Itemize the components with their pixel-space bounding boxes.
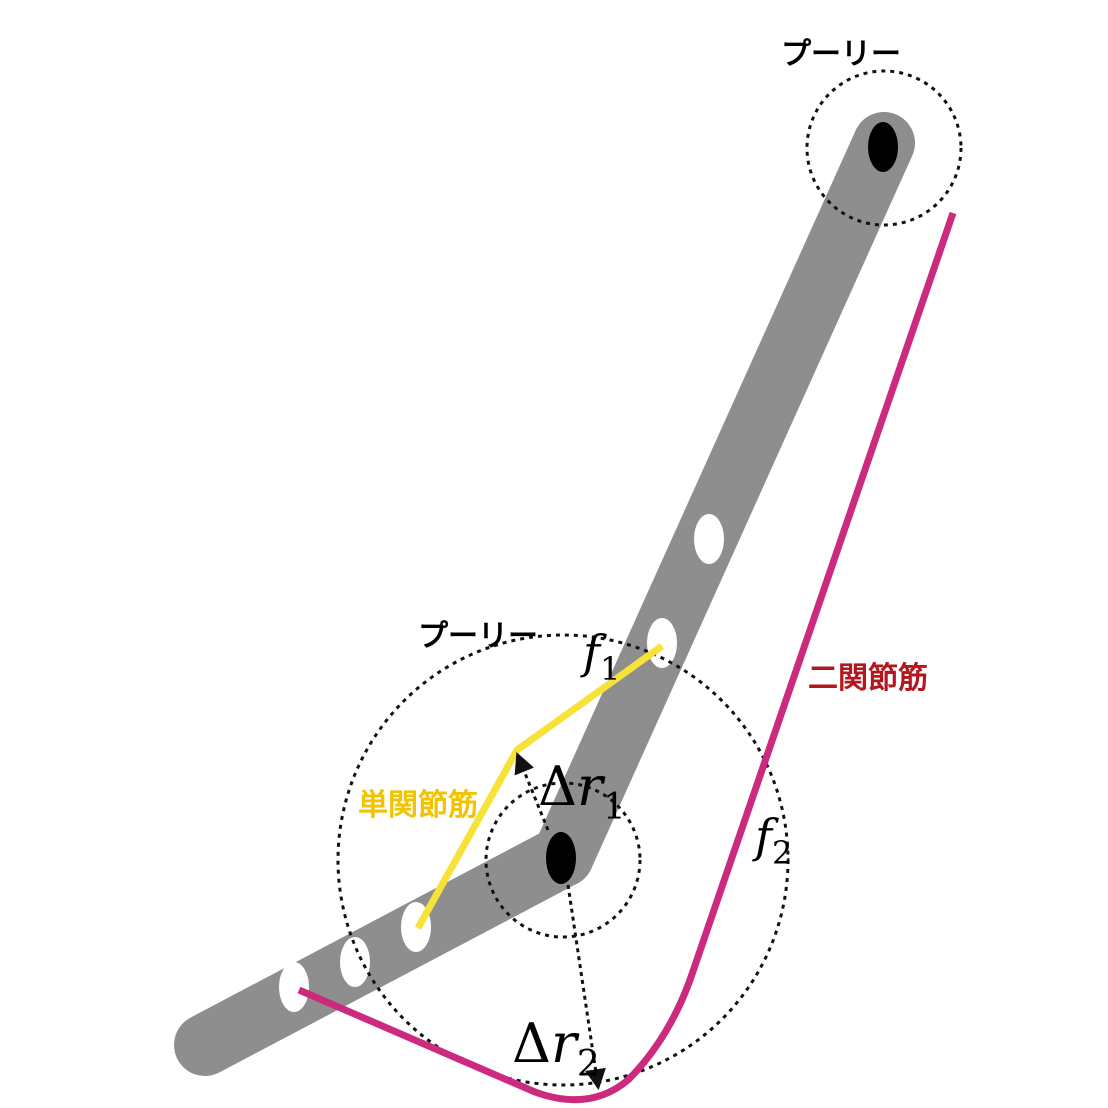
mid-pulley-label: プーリー xyxy=(418,619,538,654)
upper-link xyxy=(532,112,915,887)
mono-muscle-label: 単関節筋 xyxy=(358,788,478,823)
outer-pulley-circle xyxy=(336,633,790,1087)
top-pulley-circle xyxy=(805,69,963,227)
elbow-joint xyxy=(546,832,576,884)
link-hole xyxy=(340,937,370,987)
delta-r1-label: Δr1 xyxy=(538,755,626,828)
bi-articular-muscle xyxy=(297,211,957,1104)
top-pulley-label: プーリー xyxy=(781,37,901,72)
delta-r2-label: Δr2 xyxy=(512,1012,600,1085)
link-hole xyxy=(279,962,309,1012)
delta-r1-arrow xyxy=(514,752,550,831)
link-hole xyxy=(647,618,677,668)
f1-label: f1 xyxy=(580,625,620,688)
mono-articular-muscle xyxy=(414,643,665,930)
bi-muscle-label: 二関節筋 xyxy=(808,661,928,696)
link-hole xyxy=(694,514,724,564)
top-joint xyxy=(868,122,898,172)
lower-link xyxy=(174,825,594,1076)
inner-pulley-circle xyxy=(484,781,642,939)
delta-r2-arrow xyxy=(566,884,606,1091)
f2-label: f2 xyxy=(752,809,792,872)
